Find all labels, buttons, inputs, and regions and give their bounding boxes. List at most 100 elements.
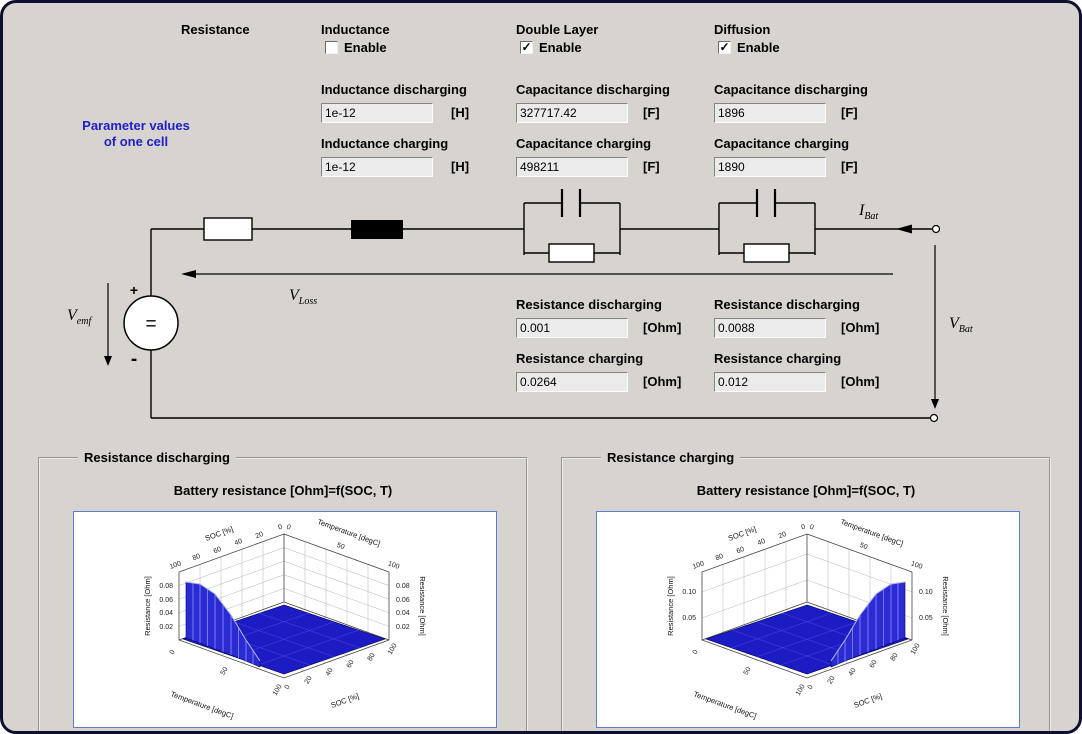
svg-text:Temperature [degC]: Temperature [degC] [692,689,757,720]
svg-text:0.10: 0.10 [682,589,696,596]
diffusion-enable-checkbox[interactable]: ✓ [718,40,731,54]
v-emf-arrow [104,283,112,366]
v-bat-arrow [931,245,939,409]
dl-capacitance-charging-label: Capacitance charging [516,136,652,151]
inductance-enable-label: Enable [344,40,387,55]
svg-text:20: 20 [827,675,837,685]
voltage-source-symbol: = + - [123,282,179,370]
groupbox-resistance-discharging: Resistance discharging Battery resistanc… [38,450,528,731]
column-header-resistance: Resistance [181,22,250,37]
svg-text:50: 50 [220,666,230,676]
diff-capacitance-charging-unit: [F] [841,159,858,174]
diff-capacitance-charging-input[interactable] [714,157,826,177]
column-header-double-layer: Double Layer [516,22,599,37]
svg-text:100: 100 [169,560,182,571]
dl-resistance-charging-label: Resistance charging [516,351,644,366]
diff-capacitance-charging-label: Capacitance charging [714,136,850,151]
svg-text:100: 100 [272,683,284,697]
diffusion-rc-symbol [718,189,816,263]
svg-text:60: 60 [869,659,879,669]
groupbox-legend-discharging: Resistance discharging [78,450,236,465]
svg-text:100: 100 [387,560,400,571]
svg-text:50: 50 [743,666,753,676]
svg-text:0.05: 0.05 [682,615,696,622]
plot-panel-discharging: 0 20 40 60 80 100 0 50 100 0.02 0.04 0.0… [73,511,497,728]
svg-text:0: 0 [807,684,815,691]
dl-resistance-charging-input[interactable] [516,372,628,392]
surface-plot-charging: 0 20 40 60 80 100 0 50 100 0.05 0.10 0.0… [666,517,950,720]
inductance-discharging-label: Inductance discharging [321,82,467,97]
inductance-charging-label: Inductance charging [321,136,449,151]
svg-text:Resistance [Ohm]: Resistance [Ohm] [666,576,675,636]
diff-capacitance-discharging-input[interactable] [714,103,826,123]
svg-text:Temperature [degC]: Temperature [degC] [169,689,234,720]
diff-capacitance-discharging-label: Capacitance discharging [714,82,868,97]
dl-capacitance-discharging-input[interactable] [516,103,628,123]
surface-wall [830,581,906,668]
svg-text:SOC [%]: SOC [%] [727,524,758,542]
double-layer-enable-checkbox[interactable]: ✓ [520,40,533,54]
terminal-negative [929,413,939,423]
inductance-discharging-unit: [H] [451,105,470,120]
svg-text:0.02: 0.02 [396,624,410,631]
svg-text:100: 100 [692,560,705,571]
surface-plot-discharging: 0 20 40 60 80 100 0 50 100 0.02 0.04 0.0… [143,517,427,720]
double-layer-enable-row: ✓ Enable [520,40,582,55]
svg-text:0.08: 0.08 [159,583,173,590]
v-bat-label: VBat [949,315,973,335]
svg-text:20: 20 [304,675,314,685]
svg-text:0: 0 [277,524,283,532]
svg-text:0.08: 0.08 [396,583,410,590]
groupbox-legend-charging: Resistance charging [601,450,741,465]
i-bat-label: IBat [858,202,878,222]
diff-resistance-charging-input[interactable] [714,372,826,392]
svg-text:Resistance [Ohm]: Resistance [Ohm] [941,576,950,636]
dl-resistance-discharging-input[interactable] [516,318,628,338]
svg-text:0: 0 [800,524,806,532]
diff-resistance-discharging-input[interactable] [714,318,826,338]
dl-capacitance-discharging-label: Capacitance discharging [516,82,670,97]
plot-title-discharging: Battery resistance [Ohm]=f(SOC, T) [173,483,393,498]
dl-capacitance-discharging-unit: [F] [643,105,660,120]
source-equals-sign: = [145,314,156,335]
diff-resistance-charging-unit: [Ohm] [841,374,880,389]
column-header-inductance: Inductance [321,22,390,37]
surface-wall [185,581,261,668]
dl-resistance-discharging-unit: [Ohm] [643,320,682,335]
inductance-discharging-input[interactable] [321,103,433,123]
parameter-note-line1: Parameter values [82,118,190,133]
svg-text:60: 60 [736,546,746,555]
svg-text:0.04: 0.04 [396,610,410,617]
svg-text:100: 100 [795,683,807,697]
svg-text:0.06: 0.06 [396,597,410,604]
inductance-charging-input[interactable] [321,157,433,177]
svg-text:0.10: 0.10 [919,589,933,596]
inductance-enable-checkbox[interactable] [325,41,338,54]
svg-text:0: 0 [808,524,814,532]
svg-text:100: 100 [910,560,923,571]
svg-text:60: 60 [213,546,223,555]
inductance-enable-row: Enable [325,40,387,55]
parameter-note-line2: of one cell [103,133,169,149]
svg-text:0: 0 [692,649,700,656]
groupbox-resistance-charging: Resistance charging Battery resistance [… [561,450,1051,731]
dl-capacitance-charging-input[interactable] [516,157,628,177]
plot-ticks: 0 20 40 60 80 100 0 50 100 0.05 0.10 0.0… [682,524,932,697]
svg-text:20: 20 [255,531,265,540]
svg-text:50: 50 [859,542,869,551]
svg-text:40: 40 [234,538,244,547]
diff-resistance-discharging-label: Resistance discharging [714,297,860,312]
svg-text:40: 40 [848,667,858,677]
dl-resistance-discharging-label: Resistance discharging [516,297,662,312]
double-layer-rc-symbol [523,189,621,263]
svg-text:40: 40 [325,667,335,677]
diff-capacitance-discharging-unit: [F] [841,105,858,120]
diff-resistance-charging-label: Resistance charging [714,351,842,366]
svg-text:0.05: 0.05 [919,615,933,622]
v-emf-label: Vemf [67,307,92,327]
parameter-note: Parameter values of one cell [61,118,211,149]
svg-text:20: 20 [778,531,788,540]
svg-text:80: 80 [715,553,725,562]
diffusion-enable-row: ✓ Enable [718,40,780,55]
svg-text:0: 0 [284,684,292,691]
